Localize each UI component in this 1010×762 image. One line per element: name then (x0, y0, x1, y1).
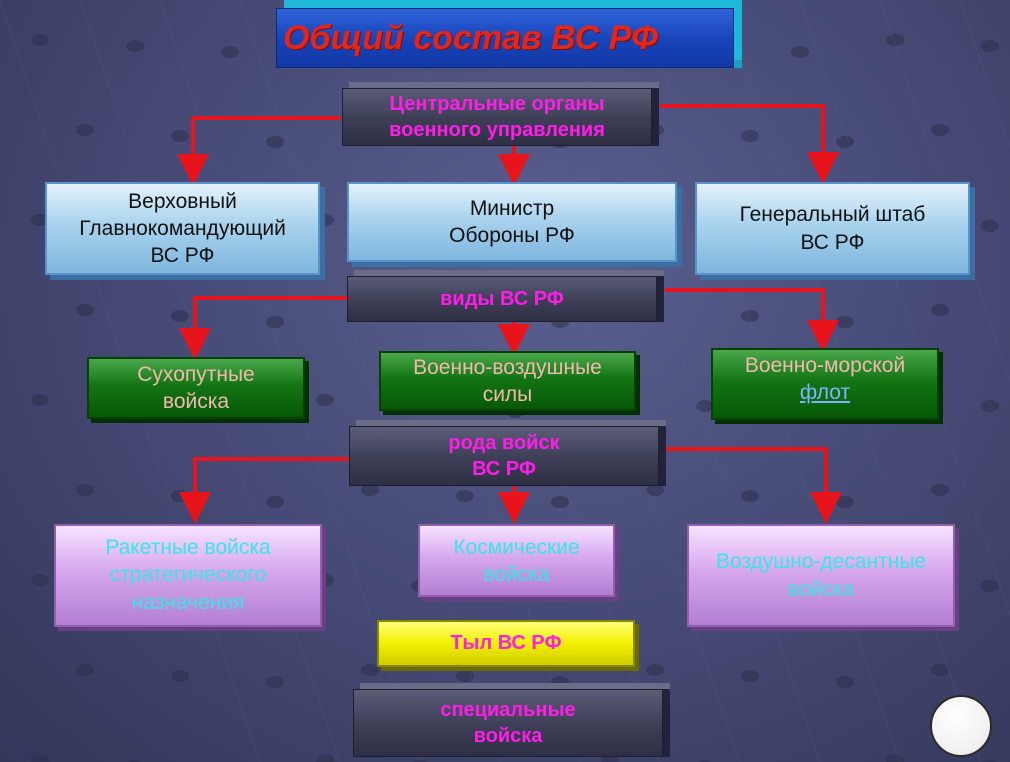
central-organs-line2: военного управления (389, 119, 605, 141)
background-dot (981, 220, 999, 232)
background-dot (31, 754, 49, 762)
special-troops-line2: войска (473, 725, 543, 747)
branches-header-box: рода войск ВС РФ (349, 426, 659, 486)
background-dot (171, 130, 189, 142)
supreme-commander-line1: Верховный (128, 189, 237, 213)
background-dot (266, 136, 284, 148)
supreme-commander-box: Верховный Главнокомандующий ВС РФ (45, 182, 320, 275)
background-dot (791, 46, 809, 58)
background-dot (981, 580, 999, 592)
air-force-box: Военно-воздушные силы (379, 351, 636, 411)
background-dot (76, 664, 94, 676)
background-dot (361, 664, 379, 676)
background-line (959, 0, 1010, 149)
general-staff-line2: ВС РФ (800, 230, 865, 254)
background-dot (551, 496, 569, 508)
background-dot (126, 40, 144, 52)
background-dot (931, 664, 949, 676)
page-title-text: Общий состав ВС РФ (283, 18, 658, 57)
strategic-missile-line2: стратегического (109, 563, 267, 587)
background-dot (316, 394, 334, 406)
air-force-line1: Военно-воздушные (413, 355, 602, 379)
supreme-commander-line2: Главнокомандующий (79, 216, 286, 240)
background-dot (741, 310, 759, 322)
airborne-forces-line1: Воздушно-десантные (715, 550, 927, 574)
background-dot (646, 664, 664, 676)
background-dot (76, 304, 94, 316)
background-dot (171, 490, 189, 502)
general-staff-line1: Генеральный штаб (739, 203, 926, 227)
background-dot (931, 484, 949, 496)
background-dot (836, 496, 854, 508)
supreme-commander-line3: ВС РФ (150, 244, 215, 268)
defense-minister-box: Министр Обороны РФ (347, 182, 677, 262)
background-dot (361, 484, 379, 496)
ground-forces-line2: войска (162, 390, 230, 413)
ground-forces-line1: Сухопутные (137, 362, 255, 386)
background-dot (266, 496, 284, 508)
space-forces-line2: войска (483, 563, 550, 587)
space-forces-line1: Космические (453, 536, 580, 559)
central-organs-line1: Центральные органы (389, 93, 605, 115)
background-dot (646, 484, 664, 496)
navy-box: Военно-морской флот (711, 348, 939, 420)
background-dot (741, 130, 759, 142)
background-dot (31, 394, 49, 406)
background-dot (221, 46, 239, 58)
background-dot (886, 34, 904, 46)
general-staff-box: Генеральный штаб ВС РФ (695, 182, 970, 275)
central-organs-box: Центральные органы военного управления (342, 88, 652, 146)
strategic-missile-line1: Ракетные войска (105, 536, 271, 559)
special-troops-line1: специальные (440, 699, 576, 721)
types-header-text: виды ВС РФ (440, 288, 564, 310)
background-line (879, 0, 1010, 383)
circle-button-icon[interactable] (930, 695, 992, 757)
background-dot (171, 310, 189, 322)
branches-header-line2: ВС РФ (472, 458, 536, 480)
background-dot (76, 124, 94, 136)
background-dot (836, 136, 854, 148)
background-dot (836, 676, 854, 688)
background-dot (836, 316, 854, 328)
strategic-missile-forces-box: Ракетные войска стратегического назначен… (54, 524, 322, 627)
branches-header-line1: рода войск (448, 432, 560, 454)
background-dot (456, 490, 474, 502)
page-title: Общий состав ВС РФ (276, 8, 734, 68)
background-dot (456, 670, 474, 682)
defense-minister-line1: Министр (469, 196, 555, 220)
special-troops-box: специальные войска (353, 689, 663, 757)
background-dot (886, 754, 904, 762)
background-dot (31, 34, 49, 46)
navy-line1: Военно-морской (744, 354, 906, 377)
airborne-forces-box: Воздушно-десантные войска (687, 524, 955, 627)
rear-services-box: Тыл ВС РФ (377, 620, 635, 667)
background-dot (76, 484, 94, 496)
background-dot (696, 400, 714, 412)
background-dot (931, 124, 949, 136)
background-dot (171, 670, 189, 682)
defense-minister-line2: Обороны РФ (449, 224, 575, 247)
strategic-missile-line3: назначения (131, 590, 245, 614)
background-dot (316, 754, 334, 762)
rear-services-text: Тыл ВС РФ (450, 632, 562, 654)
background-dot (981, 40, 999, 52)
background-dot (316, 214, 334, 226)
background-dot (31, 214, 49, 226)
navy-fleet-link[interactable]: флот (799, 381, 851, 405)
background-dot (931, 304, 949, 316)
space-forces-box: Космические войска (418, 524, 615, 597)
background-dot (266, 676, 284, 688)
background-dot (741, 670, 759, 682)
airborne-forces-line2: войска (787, 577, 855, 601)
background-dot (31, 574, 49, 586)
ground-forces-box: Сухопутные войска (87, 357, 305, 419)
air-force-line2: силы (482, 383, 533, 406)
background-dot (981, 400, 999, 412)
types-header-box: виды ВС РФ (347, 276, 657, 322)
background-dot (551, 676, 569, 688)
background-dot (741, 490, 759, 502)
